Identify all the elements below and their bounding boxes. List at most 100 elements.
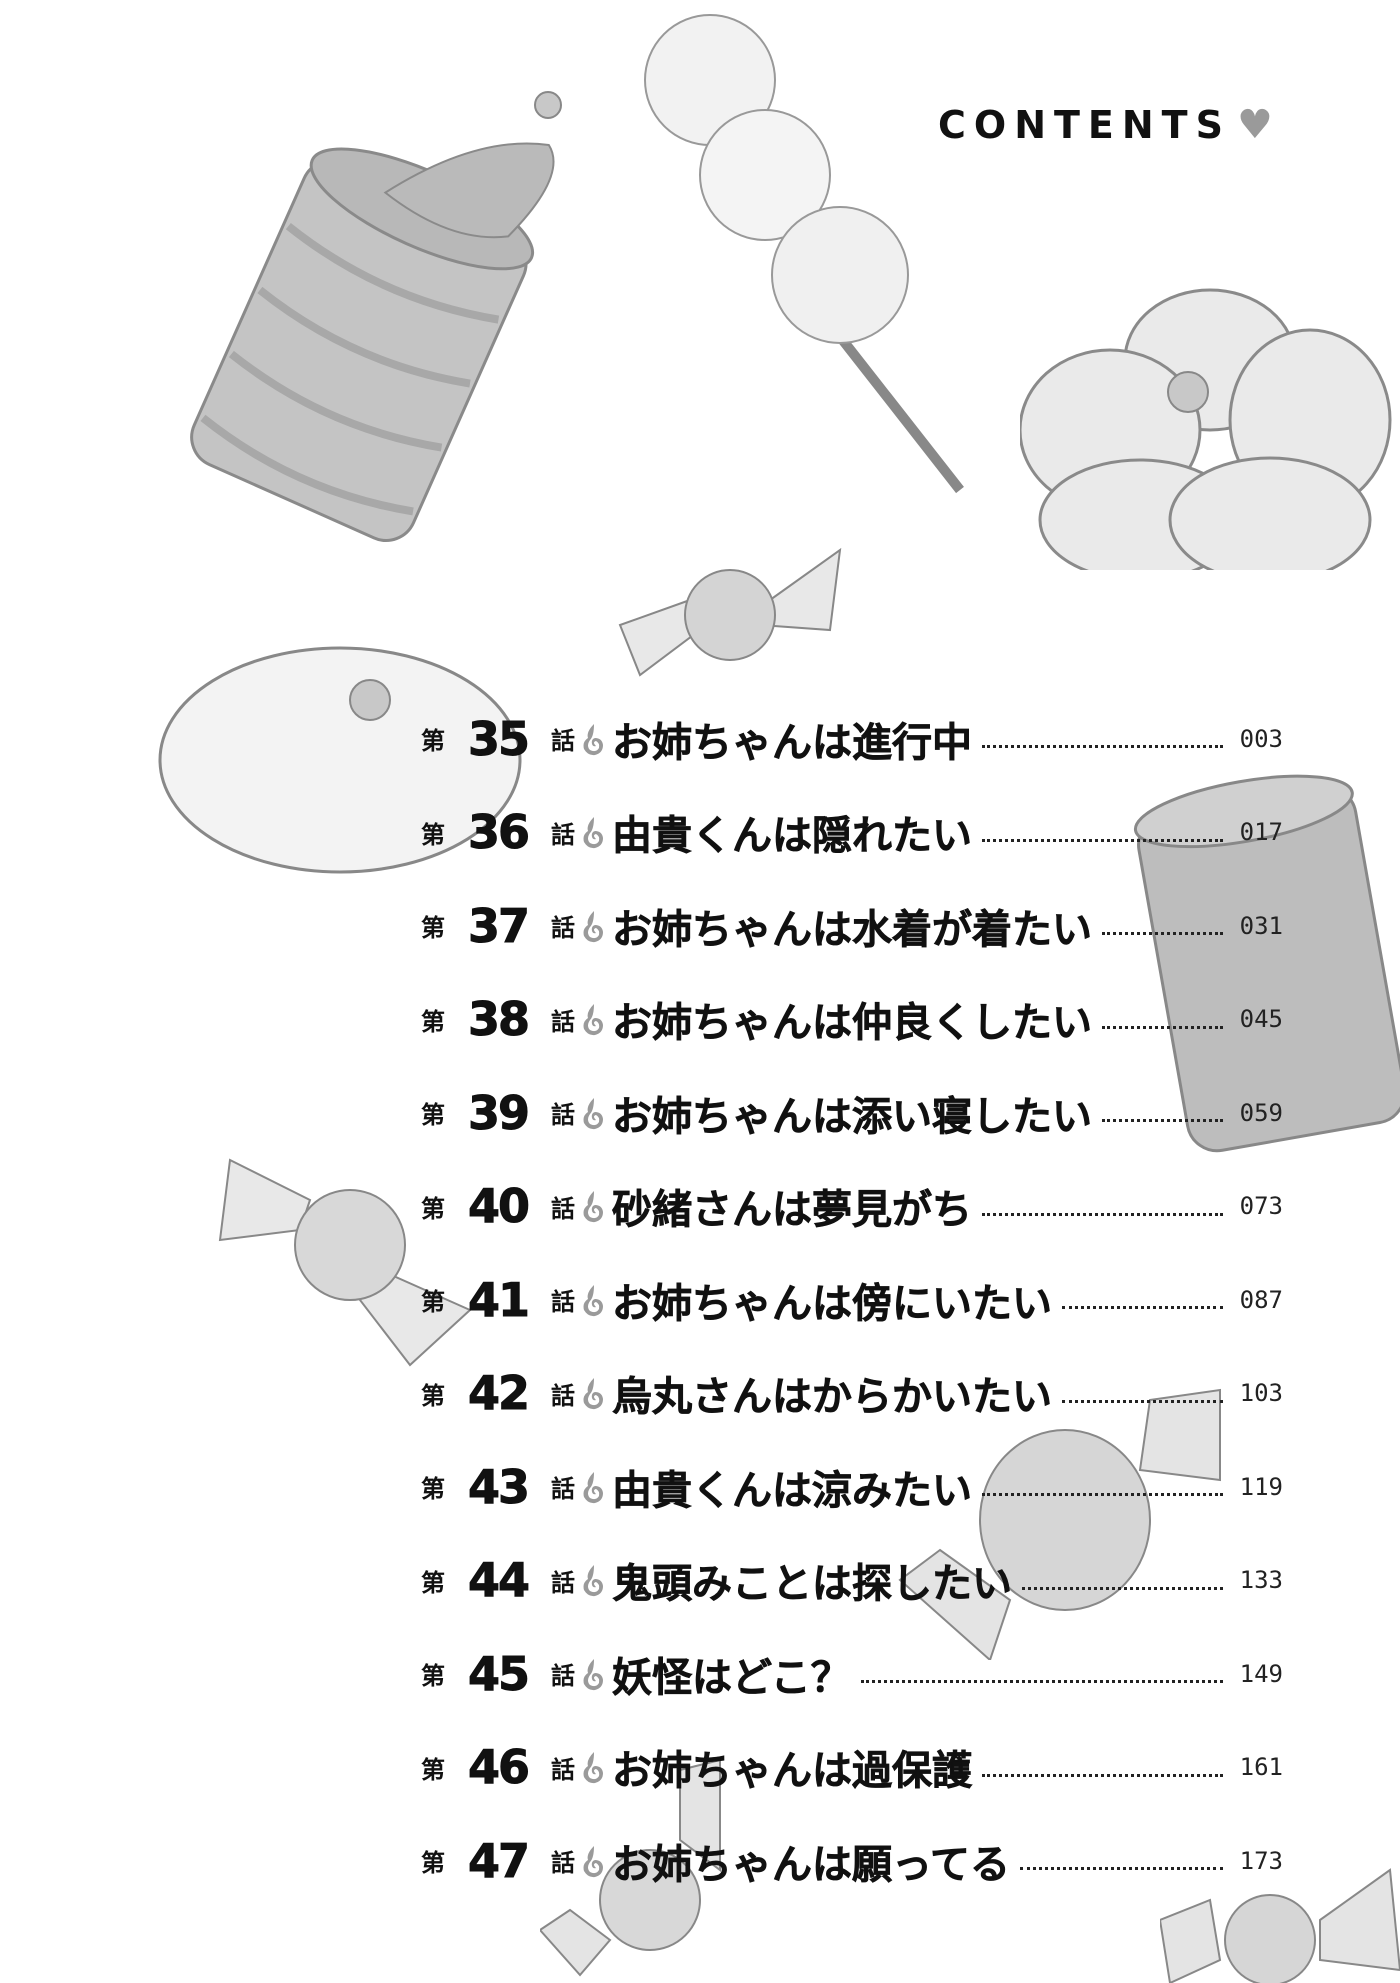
table-of-contents: 第 35 話 お姉ちゃんは進行中 003 第 36 話 由貴くんは隠れたい 01… — [418, 692, 1283, 1908]
chapter-number: 43 — [467, 1459, 530, 1514]
tea-cup-splash-illustration — [190, 91, 562, 542]
chapter-prefix: 第 — [421, 914, 445, 943]
contents-title-text: CONTENTS — [938, 103, 1231, 147]
chapter-suffix: 話 — [551, 1475, 575, 1504]
dot-leader — [982, 1773, 1223, 1777]
page-number: 161 — [1239, 1753, 1283, 1782]
chapter-number: 44 — [467, 1553, 530, 1608]
chapter-number: 47 — [467, 1833, 530, 1888]
toc-entry[interactable]: 第 37 話 お姉ちゃんは水着が着たい 031 — [418, 879, 1283, 973]
toc-entry[interactable]: 第 43 話 由貴くんは涼みたい 119 — [418, 1440, 1283, 1534]
toc-entry[interactable]: 第 39 話 お姉ちゃんは添い寝したい 059 — [418, 1066, 1283, 1160]
toc-entry[interactable]: 第 44 話 鬼頭みことは探したい 133 — [418, 1534, 1283, 1628]
chapter-prefix: 第 — [421, 820, 445, 849]
toc-entry[interactable]: 第 35 話 お姉ちゃんは進行中 003 — [418, 692, 1283, 786]
chapter-title: 砂緒さんは夢見がち — [612, 1187, 973, 1234]
chapter-suffix: 話 — [551, 1101, 575, 1130]
wrapped-candy-bottom-illustration — [540, 1760, 721, 1977]
wrapped-candy-illustration — [618, 547, 842, 677]
page-number: 133 — [1239, 1566, 1283, 1595]
dot-leader — [1102, 1119, 1223, 1123]
chapter-prefix: 第 — [421, 1475, 445, 1504]
chapter-suffix: 話 — [551, 820, 575, 849]
dot-leader — [982, 838, 1223, 842]
dot-leader — [1102, 932, 1223, 936]
page-number: 119 — [1239, 1472, 1283, 1501]
page-number: 059 — [1239, 1098, 1283, 1127]
flame-icon — [583, 1097, 603, 1129]
toc-entry[interactable]: 第 46 話 お姉ちゃんは過保護 161 — [418, 1721, 1283, 1815]
chapter-title: お姉ちゃんは水着が着たい — [612, 906, 1093, 953]
dot-leader — [1102, 1025, 1223, 1029]
heart-icon: ♥ — [1236, 102, 1273, 148]
chapter-number: 45 — [467, 1646, 530, 1701]
page-number: 073 — [1239, 1192, 1283, 1221]
flame-icon — [583, 817, 603, 849]
chapter-suffix: 話 — [551, 914, 575, 943]
flame-icon — [583, 1565, 603, 1597]
chapter-number: 37 — [467, 898, 530, 953]
chapter-title: お姉ちゃんは傍にいたい — [612, 1280, 1053, 1327]
flame-icon — [583, 1658, 603, 1690]
chapter-prefix: 第 — [421, 1288, 445, 1317]
page-number: 103 — [1239, 1379, 1283, 1408]
page-number: 017 — [1239, 818, 1283, 847]
chapter-title: お姉ちゃんは過保護 — [612, 1748, 973, 1795]
chapter-title: 妖怪はどこ？ — [612, 1654, 851, 1701]
toc-entry[interactable]: 第 36 話 由貴くんは隠れたい 017 — [418, 786, 1283, 880]
dot-leader — [1020, 1867, 1223, 1871]
toc-entry[interactable]: 第 42 話 烏丸さんはからかいたい 103 — [418, 1347, 1283, 1441]
chapter-number: 46 — [467, 1740, 530, 1795]
page-number: 149 — [1239, 1659, 1283, 1688]
flame-icon — [583, 1471, 603, 1503]
round-mochi-illustration — [158, 646, 522, 874]
dot-leader — [982, 745, 1223, 749]
flame-icon — [583, 1004, 603, 1036]
toc-entry[interactable]: 第 41 話 お姉ちゃんは傍にいたい 087 — [418, 1253, 1283, 1347]
chapter-prefix: 第 — [421, 1568, 445, 1597]
chapter-number: 42 — [467, 1366, 530, 1421]
chapter-suffix: 話 — [551, 1849, 575, 1878]
page-number: 045 — [1239, 1005, 1283, 1034]
chapter-suffix: 話 — [551, 1568, 575, 1597]
chapter-number: 38 — [467, 992, 530, 1047]
dango-skewer-illustration — [644, 14, 964, 494]
toc-entry[interactable]: 第 40 話 砂緒さんは夢見がち 073 — [418, 1160, 1283, 1254]
chapter-title: お姉ちゃんは添い寝したい — [612, 1093, 1093, 1140]
flame-icon — [583, 1378, 603, 1410]
chapter-title: 鬼頭みことは探したい — [612, 1561, 1013, 1608]
chapter-number: 40 — [467, 1179, 530, 1234]
chapter-number: 41 — [467, 1272, 530, 1327]
dot-leader — [1022, 1586, 1223, 1590]
chapter-title: お姉ちゃんは願ってる — [612, 1841, 1011, 1888]
chapter-number: 36 — [467, 805, 530, 860]
chapter-prefix: 第 — [421, 1755, 445, 1784]
contents-title: CONTENTS ♥ — [938, 100, 1273, 150]
chapter-title: 烏丸さんはからかいたい — [612, 1374, 1053, 1421]
page-number: 087 — [1239, 1285, 1283, 1314]
chapter-title: 由貴くんは涼みたい — [612, 1467, 973, 1514]
chapter-prefix: 第 — [421, 1849, 445, 1878]
flame-icon — [583, 1752, 603, 1784]
chapter-number: 35 — [467, 711, 530, 766]
plum-blossom-wagashi-illustration — [1020, 288, 1392, 570]
chapter-suffix: 話 — [551, 1194, 575, 1223]
chapter-title: 由貴くんは隠れたい — [612, 813, 973, 860]
chapter-prefix: 第 — [421, 1381, 445, 1410]
chapter-prefix: 第 — [421, 1662, 445, 1691]
dot-leader — [982, 1212, 1223, 1216]
toc-entry[interactable]: 第 45 話 妖怪はどこ？ 149 — [418, 1627, 1283, 1721]
tea-cup-right-illustration — [1133, 774, 1400, 1153]
dot-leader — [982, 1493, 1223, 1497]
toc-entry[interactable]: 第 47 話 お姉ちゃんは願ってる 173 — [418, 1814, 1283, 1908]
chapter-prefix: 第 — [421, 1007, 445, 1036]
page-number: 173 — [1239, 1846, 1283, 1875]
wrapped-candy-corner-illustration — [1160, 1868, 1400, 1983]
wrapped-candy-left-illustration — [218, 1158, 472, 1367]
wrapped-candy-center-illustration — [898, 1388, 1221, 1660]
toc-entry[interactable]: 第 38 話 お姉ちゃんは仲良くしたい 045 — [418, 973, 1283, 1067]
page-number: 031 — [1239, 911, 1283, 940]
chapter-title: お姉ちゃんは進行中 — [612, 719, 973, 766]
chapter-suffix: 話 — [551, 1007, 575, 1036]
chapter-prefix: 第 — [421, 1101, 445, 1130]
